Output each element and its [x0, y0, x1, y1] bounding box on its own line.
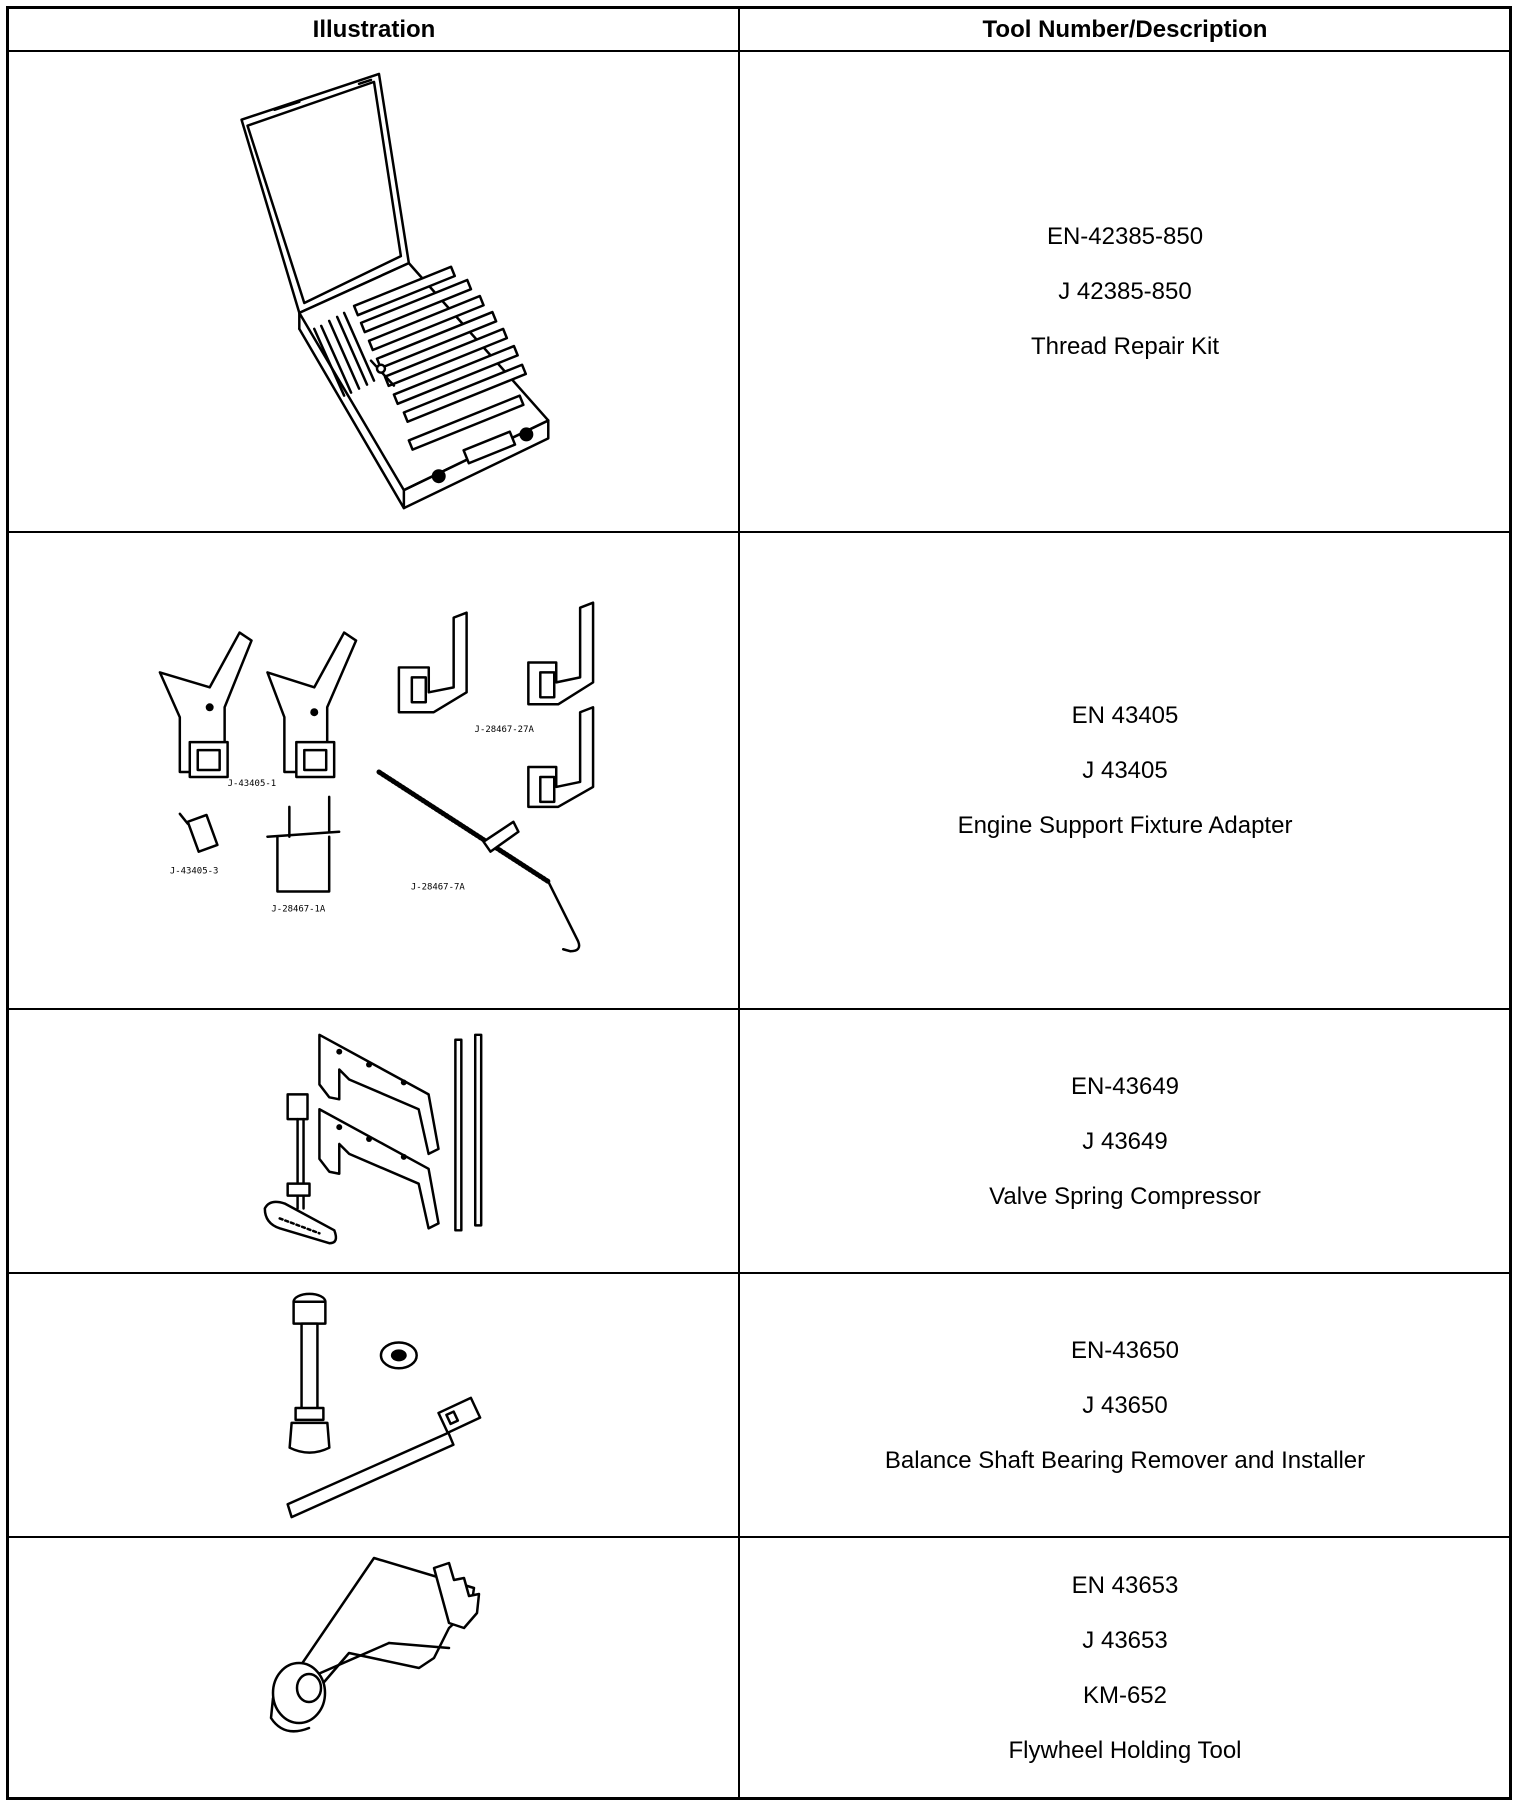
flywheel-holding-tool-illustration [9, 1538, 739, 1797]
tool-number-en: EN-43650 [1070, 1336, 1180, 1364]
tool-name: Valve Spring Compressor [989, 1182, 1261, 1210]
tool-number-en: EN-43649 [1070, 1072, 1180, 1100]
header-tool-description: Tool Number/Description [982, 16, 1268, 43]
tool-name: Balance Shaft Bearing Remover and Instal… [884, 1446, 1366, 1474]
tool-number-en: EN-42385-850 [1046, 223, 1204, 250]
balance-shaft-bearing-tool-illustration [9, 1274, 739, 1536]
tool-name: Thread Repair Kit [1030, 333, 1220, 360]
tool-number-j: J 43405 [1082, 757, 1168, 784]
tool-number-km: KM-652 [1082, 1681, 1168, 1709]
tool-number-j: J 43649 [1082, 1127, 1168, 1155]
tool-description: EN-43650 J 43650 Balance Shaft Bearing R… [741, 1274, 1509, 1536]
tool-number-en: EN 43405 [1071, 702, 1179, 729]
tool-number-en: EN 43653 [1071, 1571, 1179, 1599]
table-row: EN-43649 J 43649 Valve Spring Compressor [9, 1010, 1509, 1274]
column-divider [738, 9, 740, 1797]
tool-description: EN-42385-850 J 42385-850 Thread Repair K… [741, 52, 1509, 531]
tool-name: Flywheel Holding Tool [1008, 1736, 1242, 1764]
tool-number-j: J 43653 [1082, 1626, 1168, 1654]
table-row: J-43405-1 J-28467-27A J-43405-3 J-28467-… [9, 533, 1509, 1010]
tool-description: EN 43405 J 43405 Engine Support Fixture … [741, 533, 1509, 1008]
callout-label: J-28467-7A [411, 882, 466, 892]
tool-description: EN-43649 J 43649 Valve Spring Compressor [741, 1010, 1509, 1272]
valve-spring-compressor-illustration [9, 1010, 739, 1272]
table-header-row: Illustration Tool Number/Description [9, 9, 1509, 52]
engine-support-fixture-adapter-illustration: J-43405-1 J-28467-27A J-43405-3 J-28467-… [9, 533, 739, 1008]
thread-repair-kit-illustration [9, 52, 739, 531]
callout-label: J-43405-3 [170, 867, 219, 877]
tool-description: EN 43653 J 43653 KM-652 Flywheel Holding… [741, 1538, 1509, 1797]
table-row: EN 43653 J 43653 KM-652 Flywheel Holding… [9, 1538, 1509, 1797]
special-tools-table: Illustration Tool Number/Description [6, 6, 1512, 1800]
tool-number-j: J 43650 [1082, 1391, 1168, 1419]
header-illustration: Illustration [312, 16, 436, 43]
tool-number-j: J 42385-850 [1058, 278, 1192, 305]
table-row: EN-43650 J 43650 Balance Shaft Bearing R… [9, 1274, 1509, 1538]
callout-label: J-43405-1 [228, 779, 277, 789]
callout-label: J-28467-27A [475, 725, 535, 735]
callout-label: J-28467-1A [271, 904, 326, 914]
table-row: EN-42385-850 J 42385-850 Thread Repair K… [9, 52, 1509, 533]
tool-name: Engine Support Fixture Adapter [957, 812, 1293, 839]
